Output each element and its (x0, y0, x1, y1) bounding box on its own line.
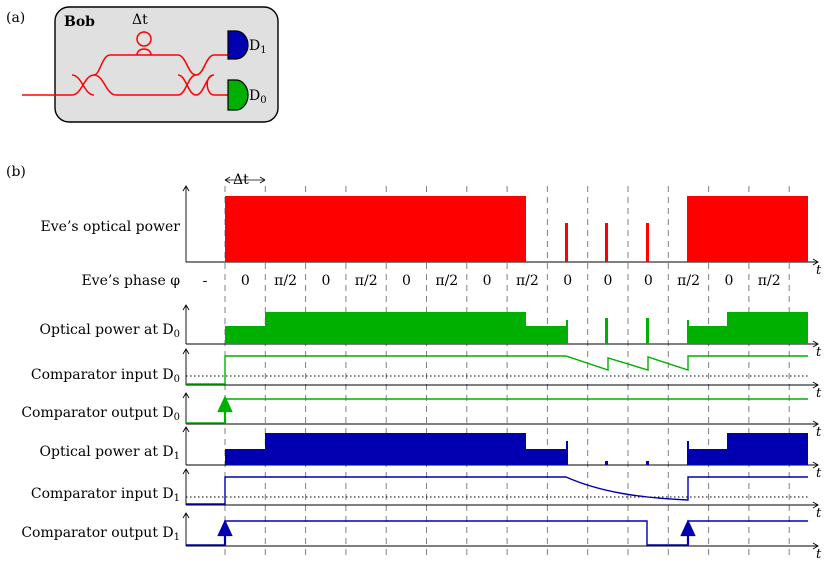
eve-power-spike-2 (605, 223, 608, 262)
click-arrow-d1-second (680, 519, 696, 545)
phase-label: 0 (483, 273, 492, 289)
eve-power-pulse-2 (687, 196, 808, 262)
row-label-eve-power: Eve’s optical power (41, 219, 181, 235)
power-d0-pulse-1 (225, 312, 566, 344)
lower-arm (116, 74, 197, 96)
phase-label: π/2 (758, 273, 781, 289)
phase-label: 0 (402, 273, 411, 289)
phase-label: π/2 (274, 273, 297, 289)
detector-d0-icon (227, 79, 249, 111)
svg-text:D0: D0 (249, 88, 267, 106)
svg-text:Optical power at D1: Optical power at D1 (40, 444, 180, 462)
input-fiber (22, 74, 117, 96)
interval-label: Δt (233, 172, 249, 188)
power-d0-pulse-2 (687, 312, 808, 344)
phase-label: π/2 (355, 273, 378, 289)
svg-text:t: t (816, 386, 822, 401)
svg-text:Comparator input D1: Comparator input D1 (31, 486, 180, 504)
eve-power-pulse-1 (225, 196, 526, 262)
power-d1-pulse-1 (225, 433, 566, 465)
row-label-eve-phase: Eve’s phase φ (81, 273, 180, 289)
axis-x-comp-in-d0 (186, 381, 819, 389)
svg-text:t: t (816, 547, 822, 562)
axis-x-comp-out-d0 (186, 420, 819, 428)
axis-y-comp-in-d1 (182, 468, 190, 505)
svg-text:Comparator output D0: Comparator output D0 (21, 405, 180, 423)
phase-label: π/2 (435, 273, 458, 289)
detector-d1-label: D (249, 38, 260, 54)
detector-d1-icon (227, 30, 249, 60)
click-arrow-d0 (217, 395, 233, 423)
delay-label: Δt (132, 12, 148, 28)
axis-x-comp-in-d1 (186, 501, 819, 509)
svg-text:D1: D1 (249, 38, 267, 56)
power-d1-pulse-2 (687, 433, 808, 465)
axis-y-comp-out-d0 (182, 392, 190, 424)
comp-out-d1-signal (186, 520, 808, 546)
power-d1-spike-2 (646, 461, 649, 465)
phase-label: π/2 (677, 273, 700, 289)
svg-text:Comparator output D1: Comparator output D1 (21, 525, 180, 543)
row-label-comp-in-d1: Comparator input D (31, 486, 174, 502)
axis-y-comp-in-d0 (182, 348, 190, 385)
eve-power-spike-3 (646, 223, 649, 262)
phase-label: 0 (241, 273, 250, 289)
svg-text:t: t (816, 506, 822, 521)
detector-d0-label: D (249, 88, 260, 104)
bob-title: Bob (64, 14, 95, 30)
power-d0-spike-2 (646, 318, 649, 344)
phase-label: 0 (604, 273, 613, 289)
panel-b-label: (b) (6, 164, 26, 180)
axis-x-comp-out-d1 (186, 542, 819, 550)
interferometer (22, 31, 228, 96)
axis-y-power-d0 (182, 304, 190, 344)
row-label-comp-out-d1: Comparator output D (21, 525, 173, 541)
fiber-to-d1 (195, 54, 228, 76)
svg-text:t: t (816, 345, 822, 360)
axis-y-eve-power (182, 185, 190, 262)
phase-label: π/2 (516, 273, 539, 289)
comp-out-d0-signal (186, 398, 808, 424)
eve-power-spike-1 (565, 223, 568, 262)
axis-y-comp-out-d1 (182, 512, 190, 546)
row-label-power-d1: Optical power at D (40, 444, 174, 460)
power-d0-spike-1 (605, 318, 608, 344)
interval-indicator: Δt (224, 172, 266, 188)
svg-text:t: t (816, 466, 822, 481)
delay-loop (136, 31, 152, 47)
panel-a-label: (a) (6, 10, 25, 26)
phase-label: 0 (321, 273, 330, 289)
phase-label: 0 (644, 273, 653, 289)
phase-label: 0 (724, 273, 733, 289)
row-label-power-d0: Optical power at D (40, 322, 174, 338)
axis-y-power-d1 (182, 426, 190, 465)
svg-text:t: t (816, 425, 822, 440)
power-d1-spike-1 (605, 461, 608, 465)
row-label-comp-in-d0: Comparator input D (31, 367, 174, 383)
upper-arm (93, 54, 197, 76)
fiber-to-d0 (195, 74, 228, 96)
phase-label: - (203, 273, 208, 289)
row-label-comp-out-d0: Comparator output D (21, 405, 173, 421)
svg-text:Comparator input D0: Comparator input D0 (31, 367, 180, 385)
svg-text:Optical power at D0: Optical power at D0 (40, 322, 180, 340)
click-arrow-d1-first (217, 519, 233, 545)
comp-in-d1-signal (186, 476, 808, 505)
phase-labels: - 0 π/2 0 π/2 0 π/2 0 π/2 0 0 0 π/2 0 π/2 (203, 273, 781, 289)
phase-label: 0 (563, 273, 572, 289)
axis-t-label: t (816, 263, 822, 278)
comp-in-d0-signal (186, 355, 808, 385)
